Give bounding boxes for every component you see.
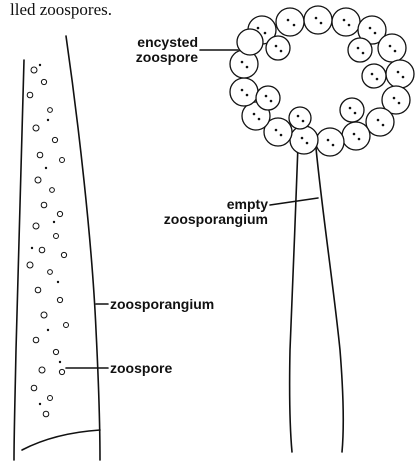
left-tube-wall-right <box>66 36 100 460</box>
zoosporangium-label: zoosporangium <box>110 297 214 312</box>
encysted-label-line2: zoospore <box>108 50 198 65</box>
stalk-wall-left <box>290 145 298 452</box>
left-tube-wall-left <box>14 60 24 460</box>
empty-label-line2: zoosporangium <box>160 212 268 227</box>
left-tube-septum <box>22 430 100 450</box>
empty-zoosporangium-leader <box>270 198 318 205</box>
empty-zoosporangium-label: empty zoosporangium <box>160 197 268 227</box>
empty-label-line1: empty <box>160 197 268 212</box>
encysted-label-line1: encysted <box>108 35 198 50</box>
stalk-wall-right <box>316 148 343 452</box>
encysted-zoospore-label: encysted zoospore <box>108 35 198 65</box>
zoospore-label: zoospore <box>110 361 172 376</box>
